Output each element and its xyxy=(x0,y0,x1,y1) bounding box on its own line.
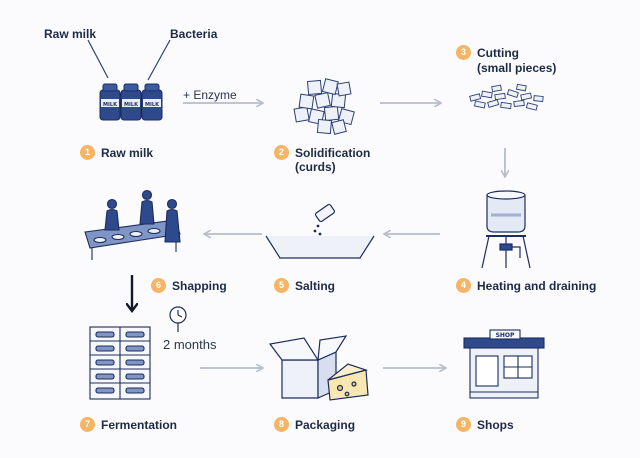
step-1-badge: 1 xyxy=(80,145,95,160)
milk-can-label: MILK xyxy=(145,102,160,108)
step-1-label: Raw milk xyxy=(101,146,154,160)
small-pieces-illustration xyxy=(469,83,544,111)
step-5-badge: 5 xyxy=(274,278,289,293)
shaping-workers-illustration xyxy=(84,189,181,260)
step-6-label: Shapping xyxy=(172,279,227,293)
step-2-label: Solidification xyxy=(295,146,371,160)
step-8-badge: 8 xyxy=(274,417,289,432)
step-4-badge: 4 xyxy=(456,278,471,293)
salting-illustration xyxy=(265,203,375,259)
shop-illustration: SHOP xyxy=(463,329,545,399)
milk-cans-illustration: MILK MILK MILK xyxy=(99,83,163,121)
step-4-label: Heating and draining xyxy=(477,279,597,293)
step-9-label: Shops xyxy=(477,418,514,432)
step-7-label: Fermentation xyxy=(101,418,178,432)
flow-arrows xyxy=(132,103,505,368)
curds-illustration xyxy=(293,78,355,135)
step-2-badge: 2 xyxy=(274,145,289,160)
step-8-label: Packaging xyxy=(295,418,356,432)
input-bacteria-label: Bacteria xyxy=(170,27,218,41)
step-2-sublabel: (curds) xyxy=(295,160,336,174)
fermentation-rack-illustration xyxy=(89,326,151,400)
packaging-illustration xyxy=(268,335,369,401)
step-3-sublabel: (small pieces) xyxy=(477,61,557,75)
step-5-label: Salting xyxy=(295,279,336,293)
input-raw-milk-label: Raw milk xyxy=(44,27,97,41)
shop-sign-text: SHOP xyxy=(496,332,515,339)
step-3-badge: 3 xyxy=(456,45,471,60)
step-3-label: Cutting xyxy=(477,46,519,60)
clock-icon xyxy=(169,306,187,332)
heating-pot-illustration xyxy=(481,190,531,269)
input-pointer-lines xyxy=(87,39,171,81)
milk-can-label: MILK xyxy=(124,102,139,108)
enzyme-label: + Enzyme xyxy=(183,88,237,102)
step-9-badge: 9 xyxy=(456,417,471,432)
step-6-badge: 6 xyxy=(151,278,166,293)
milk-can-label: MILK xyxy=(103,102,118,108)
duration-label: 2 months xyxy=(163,337,217,352)
step-7-badge: 7 xyxy=(80,417,95,432)
